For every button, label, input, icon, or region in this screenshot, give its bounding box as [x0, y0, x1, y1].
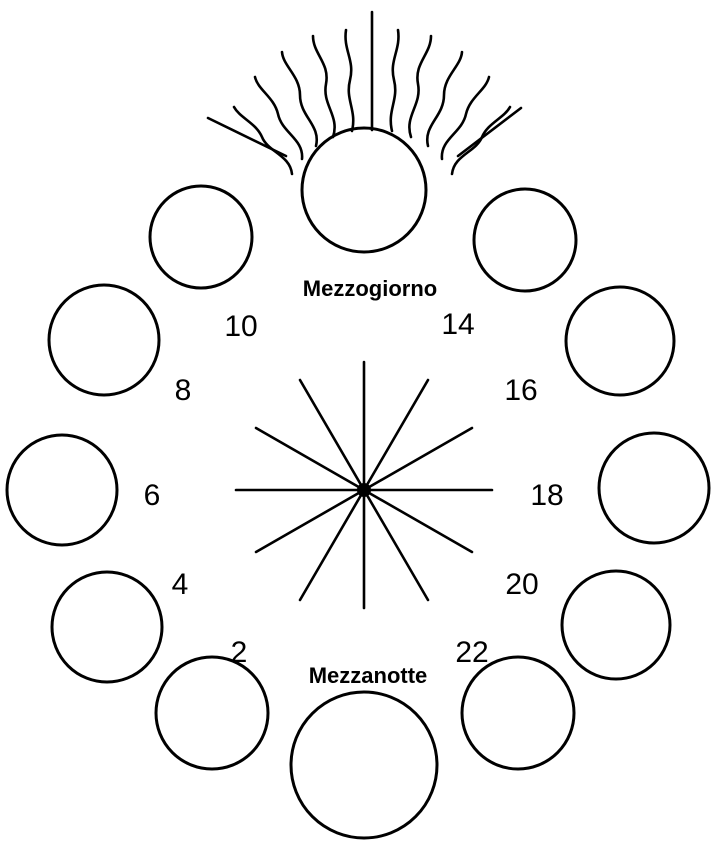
- hour-label-22: 22: [455, 636, 488, 669]
- hour-label-18: 18: [530, 479, 563, 512]
- midnight-label: Mezzanotte: [309, 663, 428, 688]
- hour-label-2: 2: [231, 636, 248, 669]
- hour-label-10: 10: [224, 310, 257, 343]
- hour-label-4: 4: [172, 568, 189, 601]
- center-star: [236, 362, 492, 608]
- hour-circle-10: [150, 186, 252, 288]
- hour-label-20: 20: [505, 568, 538, 601]
- hour-circle-8: [49, 285, 159, 395]
- hour-label-6: 6: [144, 479, 161, 512]
- hour-circle-18: [599, 433, 709, 543]
- hour-circle-22: [462, 657, 574, 769]
- hour-circle-20: [562, 571, 670, 679]
- sun-rays: [208, 12, 521, 174]
- hour-circle-2: [156, 657, 268, 769]
- hour-circle-14: [474, 189, 576, 291]
- midnight-circle: [291, 692, 437, 838]
- center-dot: [357, 483, 371, 497]
- hour-circle-4: [52, 572, 162, 682]
- hour-label-16: 16: [504, 374, 537, 407]
- hour-circle-6: [7, 435, 117, 545]
- hour-label-8: 8: [175, 374, 192, 407]
- noon-circle: [302, 128, 426, 252]
- hour-label-14: 14: [441, 308, 474, 341]
- noon-label: Mezzogiorno: [303, 276, 437, 301]
- hour-circle-16: [566, 287, 674, 395]
